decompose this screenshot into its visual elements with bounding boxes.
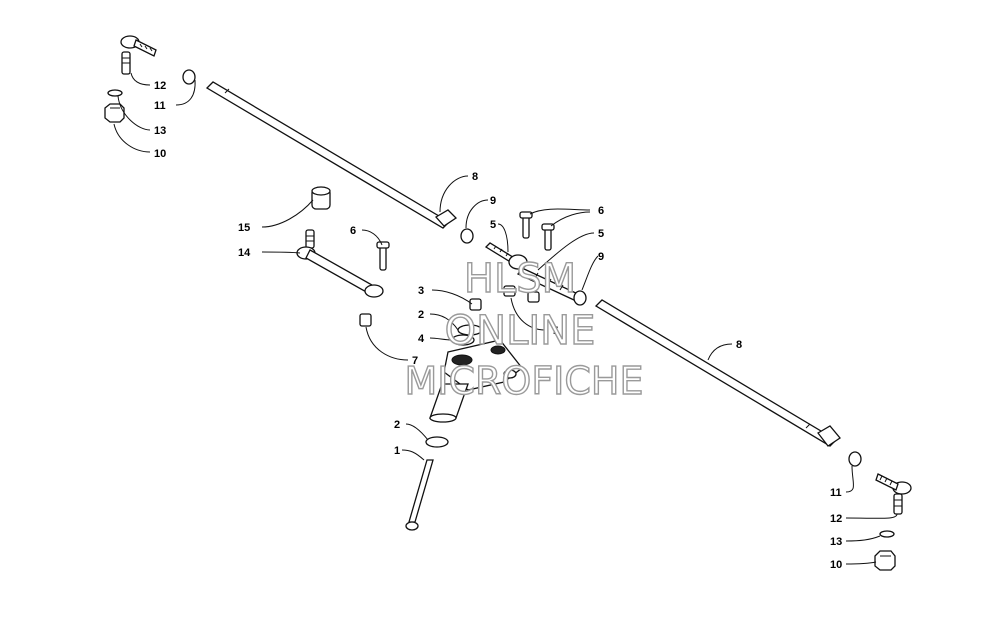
callout-15: 15 (238, 222, 250, 234)
callout-13-lower: 13 (830, 536, 842, 548)
callout-labels: 12 11 13 10 8 9 5 6 5 9 7 15 14 6 7 3 2 … (154, 80, 842, 571)
watermark-line-2: ONLINE (445, 308, 596, 354)
callout-4: 4 (418, 333, 425, 345)
callout-11-lower: 11 (830, 487, 842, 499)
callout-11-upper: 11 (154, 100, 166, 112)
callout-8-upper: 8 (472, 171, 478, 183)
callout-12-lower: 12 (830, 513, 842, 525)
callout-6-right: 6 (598, 205, 604, 217)
callout-6-left: 6 (350, 225, 356, 237)
tie-rod-end-lower-right (848, 451, 912, 571)
leader-lines (113, 72, 898, 565)
drag-link-arm (296, 186, 390, 327)
callout-2-upper: 2 (418, 309, 424, 321)
callout-5-right: 5 (598, 228, 604, 240)
tie-rod-end-upper-left (104, 35, 196, 123)
callout-7-left: 7 (412, 355, 418, 367)
callout-8-lower: 8 (736, 339, 742, 351)
watermark-line-1: HLSM (464, 256, 576, 302)
tie-rod-upper (205, 81, 458, 229)
callout-10-upper: 10 (154, 148, 166, 160)
callout-5-upper: 5 (490, 219, 496, 231)
callout-1: 1 (394, 445, 400, 457)
callout-2-lower: 2 (394, 419, 400, 431)
callout-14: 14 (238, 247, 251, 259)
callout-12-upper: 12 (154, 80, 166, 92)
callout-7-center: 7 (552, 325, 558, 337)
callout-13-upper: 13 (154, 125, 166, 137)
callout-9-right: 9 (598, 251, 604, 263)
callout-10-lower: 10 (830, 559, 842, 571)
callout-3: 3 (418, 285, 424, 297)
watermark-line-3: MICROFICHE (404, 359, 643, 403)
center-tie-rod-adjuster (460, 211, 587, 306)
watermark: HLSM ONLINE MICROFICHE (404, 255, 644, 403)
callout-9-upper: 9 (490, 195, 496, 207)
steering-post-bracket (405, 298, 523, 531)
tie-rod-lower (594, 299, 841, 447)
